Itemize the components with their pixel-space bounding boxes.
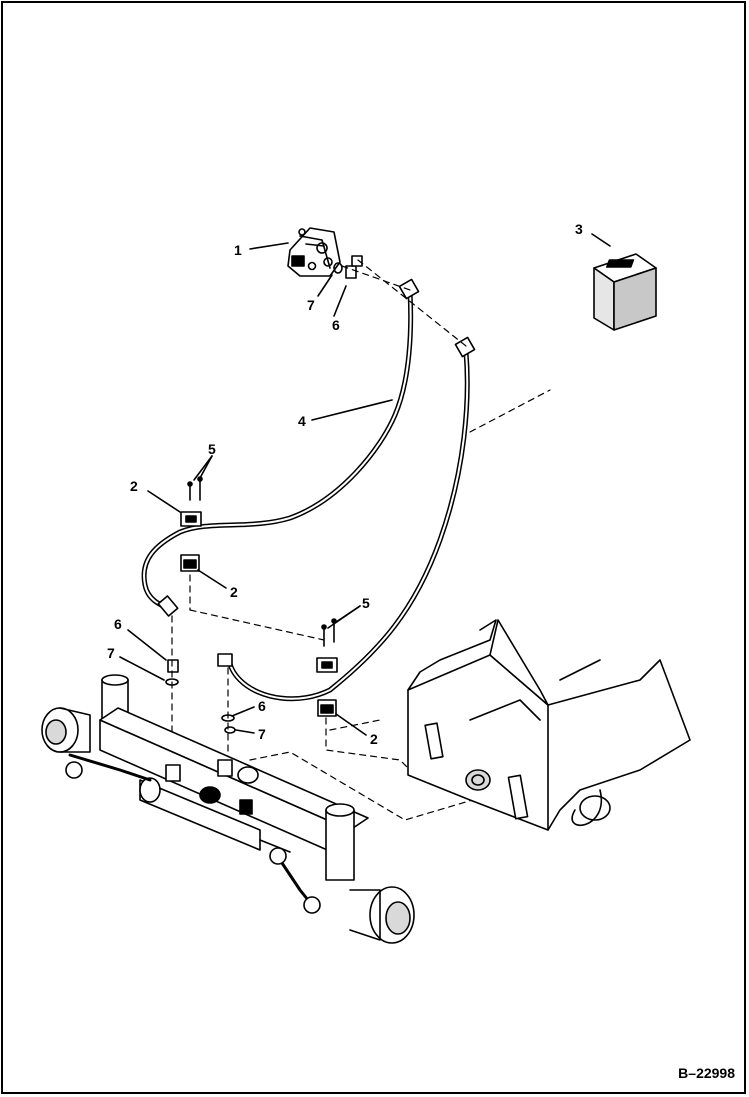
o-ring-icon — [333, 262, 343, 274]
callout-6-label: 6 — [332, 317, 340, 333]
steering-valve-icon — [287, 227, 341, 277]
callout-6-label: 6 — [114, 616, 122, 632]
callout-6-label: 6 — [258, 698, 266, 714]
figure-number: B–22998 — [678, 1065, 735, 1081]
callout-7-label: 7 — [307, 297, 315, 313]
kit-box-icon — [593, 253, 657, 331]
callout-3-label: 3 — [575, 221, 583, 237]
machine-frame-icon — [407, 619, 691, 831]
callout-5-label: 5 — [362, 595, 370, 611]
callout-7-label: 7 — [107, 645, 115, 661]
callout-2-label: 2 — [370, 731, 378, 747]
callout-2-label: 2 — [230, 584, 238, 600]
hose-clamp-icon — [180, 511, 338, 717]
callout-leaders — [119, 233, 611, 736]
fitting-icon — [345, 255, 363, 279]
callout-2-label: 2 — [130, 478, 138, 494]
callout-4-label: 4 — [298, 413, 306, 429]
callout-7-label: 7 — [258, 726, 266, 742]
hydraulic-hose-icon — [141, 278, 476, 702]
axle-fitting-icon — [165, 659, 236, 734]
callout-5-label: 5 — [208, 441, 216, 457]
front-axle-icon — [41, 674, 415, 944]
callout-1-label: 1 — [234, 242, 242, 258]
